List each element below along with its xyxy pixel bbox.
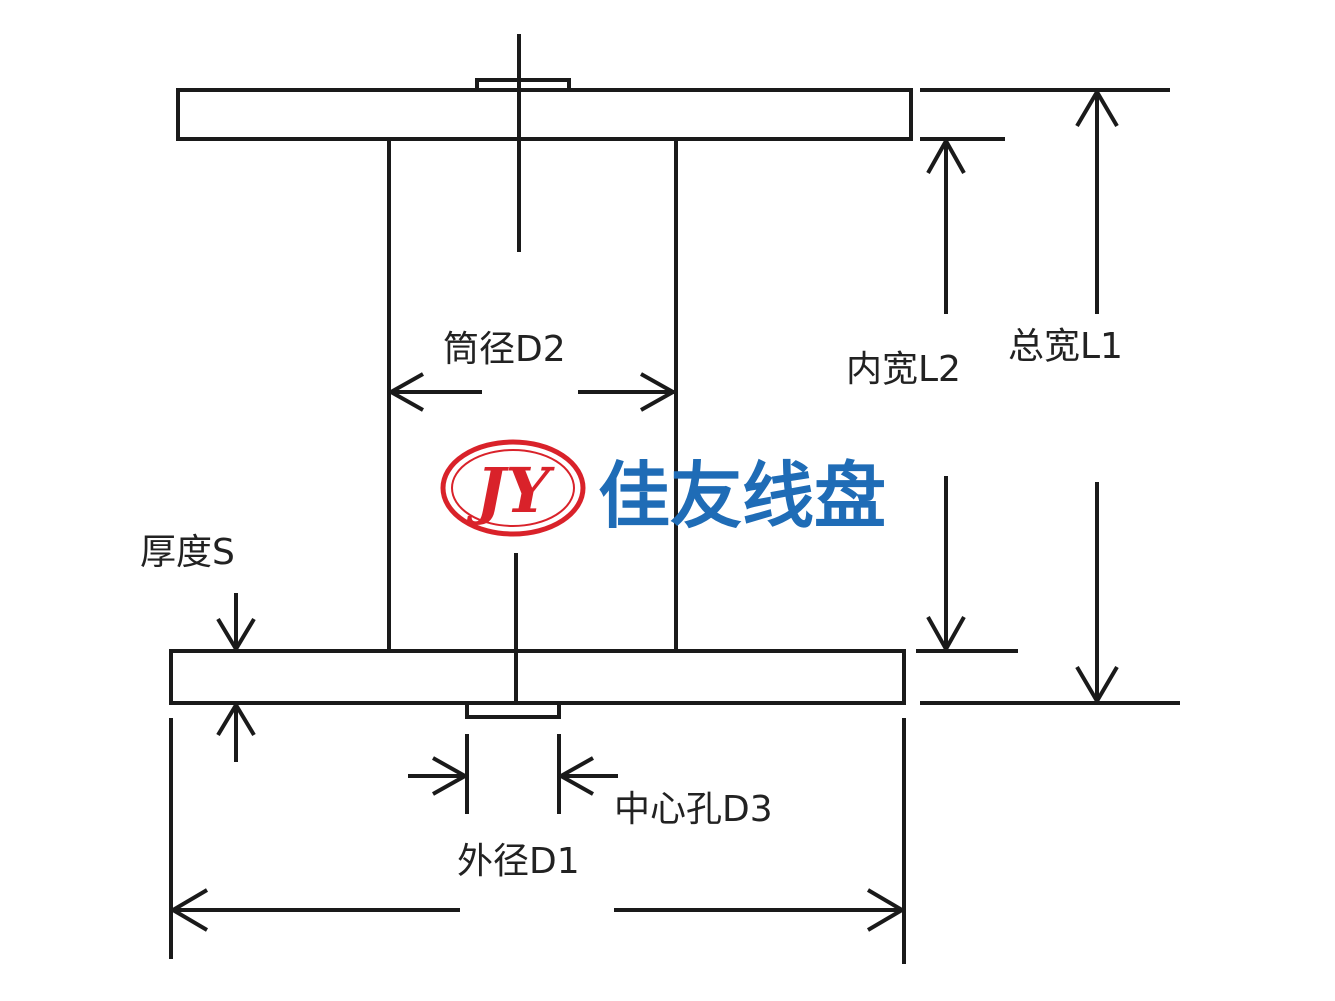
bottom-flange-plate	[169, 649, 906, 705]
arrowhead-down	[216, 617, 256, 653]
top-flange	[176, 78, 913, 141]
logo-outer-oval	[440, 439, 586, 537]
arrowhead-up	[1075, 88, 1119, 128]
thickness-label: 厚度S	[140, 532, 235, 573]
barrel	[387, 137, 678, 653]
arrowhead-right	[432, 756, 470, 796]
inner-width-label: 内宽L2	[846, 349, 961, 390]
arrowhead-down	[1075, 665, 1119, 705]
logo-inner-oval	[451, 449, 575, 527]
center-hole-label: 中心孔D3	[614, 789, 773, 830]
brand-logo: JY 佳友线盘	[440, 439, 886, 538]
dimension-total-width: 总宽L1	[920, 88, 1180, 705]
dimension-tube-diameter: 筒径D2	[386, 329, 678, 412]
arrowhead-right	[866, 888, 906, 932]
dimension-center-hole: 中心孔D3	[408, 734, 773, 830]
logo-letters: JY	[466, 454, 555, 527]
arrowhead-down	[926, 616, 966, 654]
arrowhead-left	[556, 756, 594, 796]
arrowhead-up	[216, 701, 256, 737]
bottom-flange	[169, 649, 906, 719]
total-width-label: 总宽L1	[1008, 326, 1123, 367]
tube-diameter-label: 筒径D2	[443, 329, 566, 370]
top-hub	[475, 78, 571, 92]
arrowhead-up	[926, 136, 966, 174]
dimension-thickness: 厚度S	[140, 532, 256, 762]
bottom-hub	[465, 701, 561, 719]
brand-name: 佳友线盘	[598, 453, 886, 538]
dimension-outer-diameter: 外径D1	[169, 718, 906, 964]
arrowhead-right	[640, 372, 678, 412]
arrowhead-left	[386, 372, 424, 412]
center-axis	[514, 34, 521, 705]
dimension-inner-width: 内宽L2	[846, 136, 1018, 654]
top-flange-plate	[176, 88, 913, 141]
outer-diameter-label: 外径D1	[457, 841, 580, 882]
arrowhead-left	[169, 888, 209, 932]
